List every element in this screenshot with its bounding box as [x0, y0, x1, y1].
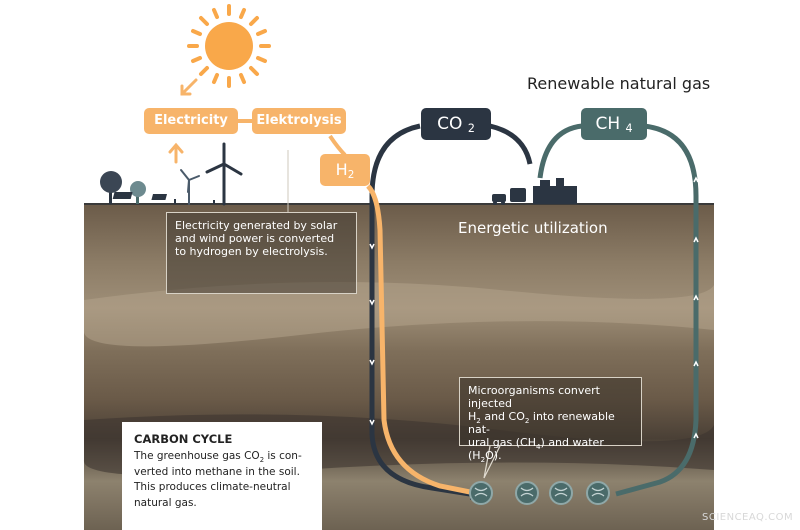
co2-cycle-path — [369, 123, 471, 497]
carbon-cycle-line: The greenhouse gas CO2 is con- — [134, 450, 302, 464]
wind-turbine-icon — [205, 142, 243, 206]
ch4-return-path — [615, 123, 699, 497]
ch4-subscript: 4 — [625, 122, 633, 135]
town-icon — [492, 178, 577, 205]
h2-label: H — [335, 160, 348, 179]
connector-elektrolysis-h2 — [328, 134, 347, 157]
microorganism-detail-icon — [474, 487, 605, 497]
co2-label: CO — [437, 114, 463, 134]
sun-arrow-icon — [180, 78, 198, 96]
h2-box: H2 — [320, 154, 370, 186]
callout-power-line: and wind power is converted — [175, 232, 335, 245]
carbon-cycle-line: natural gas. — [134, 496, 197, 509]
co2-return-path — [489, 123, 533, 165]
electricity-label: Electricity — [154, 113, 228, 128]
callout-micro-pointer — [483, 445, 501, 479]
callout-power-line: to hydrogen by electrolysis. — [175, 245, 328, 258]
callout-micro-line: Microorganisms convert injected — [468, 384, 600, 410]
electricity-box: Electricity — [144, 108, 238, 134]
ch4-cycle-path — [537, 123, 583, 179]
soil-band-light — [83, 282, 714, 347]
ch4-box: CH 4 — [581, 108, 647, 140]
h2-injection-path — [366, 184, 471, 495]
callout-micro-line: ural gas (CH4) and water (H2O). — [468, 436, 604, 464]
sun-icon — [187, 4, 271, 88]
power-up-arrow-icon — [168, 142, 184, 164]
ch4-label: CH — [595, 114, 621, 134]
co2-subscript: 2 — [467, 122, 475, 135]
elektrolysis-box: Elektrolysis — [252, 108, 346, 134]
tree-icon — [100, 171, 122, 204]
h2-subscript: 2 — [347, 169, 355, 181]
wind-turbine-icon — [180, 169, 200, 205]
watermark: SCIENCEAQ.COM — [702, 512, 794, 523]
energetic-utilization-label: Energetic utilization — [458, 219, 608, 237]
flow-chevron-icon — [369, 176, 699, 439]
callout-micro-line: H2 and CO2 into renewable nat- — [468, 410, 615, 436]
carbon-cycle-panel: CARBON CYCLE The greenhouse gas CO2 is c… — [122, 422, 322, 530]
carbon-cycle-line: verted into methane in the soil. — [134, 465, 300, 478]
carbon-cycle-line: This produces climate-neutral — [134, 481, 291, 493]
microorganism-icon — [469, 481, 610, 505]
tree-icon — [130, 181, 146, 204]
elektrolysis-label: Elektrolysis — [256, 113, 342, 128]
solar-panel-icon — [112, 192, 215, 204]
co2-box: CO 2 — [421, 108, 491, 140]
carbon-cycle-heading: CARBON CYCLE — [134, 432, 233, 446]
callout-microorganisms: Microorganisms convert injected H2 and C… — [459, 377, 642, 463]
callout-power: Electricity generated by solar and wind … — [166, 212, 357, 294]
page-title: Renewable natural gas — [527, 74, 711, 93]
callout-power-line: Electricity generated by solar — [175, 219, 338, 232]
